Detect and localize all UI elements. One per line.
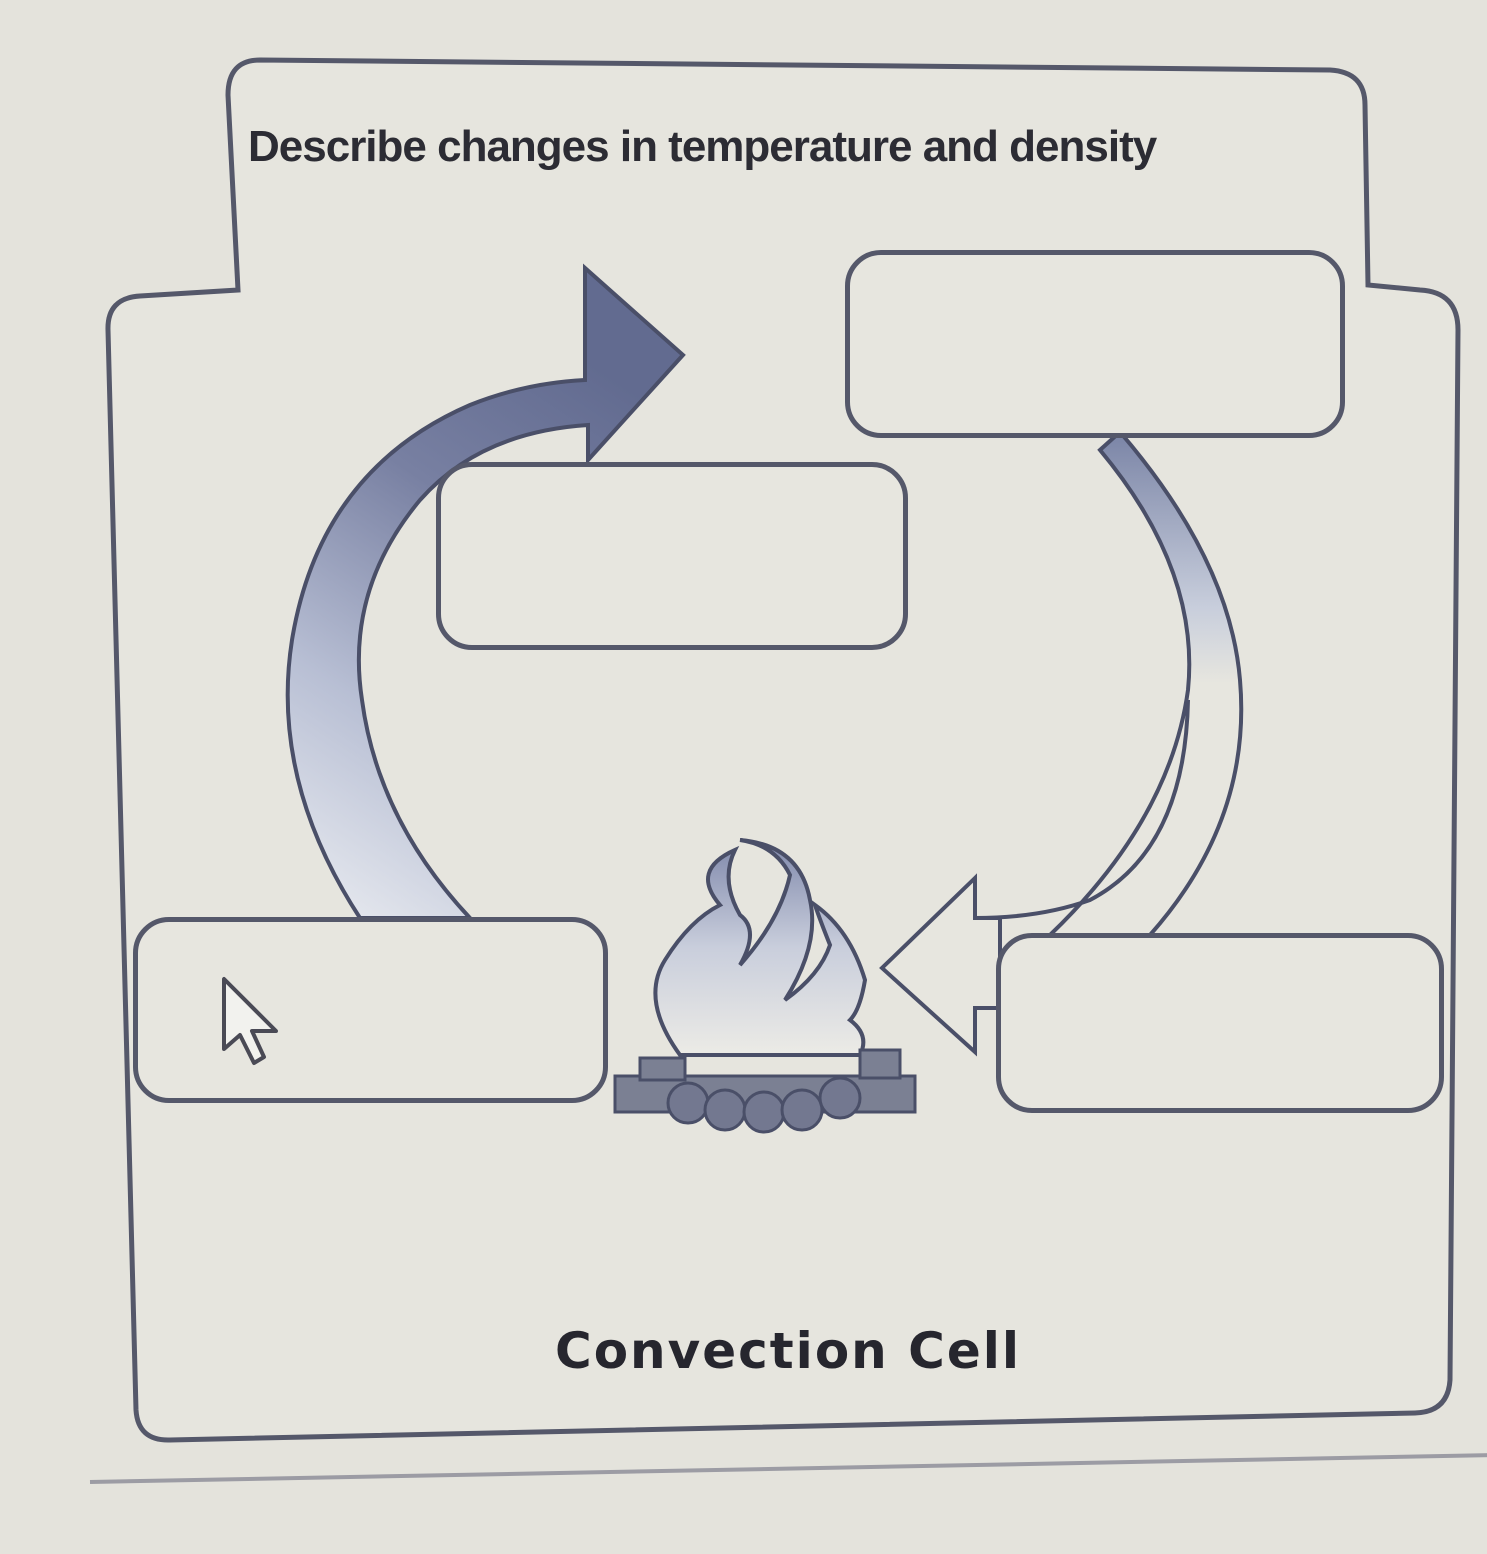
answer-box-top-right[interactable]	[845, 250, 1345, 438]
campfire-icon	[613, 838, 917, 1134]
rising-arrow	[285, 263, 686, 920]
answer-box-center[interactable]	[436, 462, 908, 650]
arrowhead-left	[879, 873, 1002, 1057]
instruction-heading: Describe changes in temperature and dens…	[248, 122, 1157, 171]
answer-box-bottom-right[interactable]	[996, 933, 1444, 1113]
diagram-caption: Convection Cell	[555, 1322, 1022, 1380]
mouse-cursor-icon	[222, 977, 278, 1065]
answer-box-bottom-left[interactable]	[133, 917, 608, 1103]
